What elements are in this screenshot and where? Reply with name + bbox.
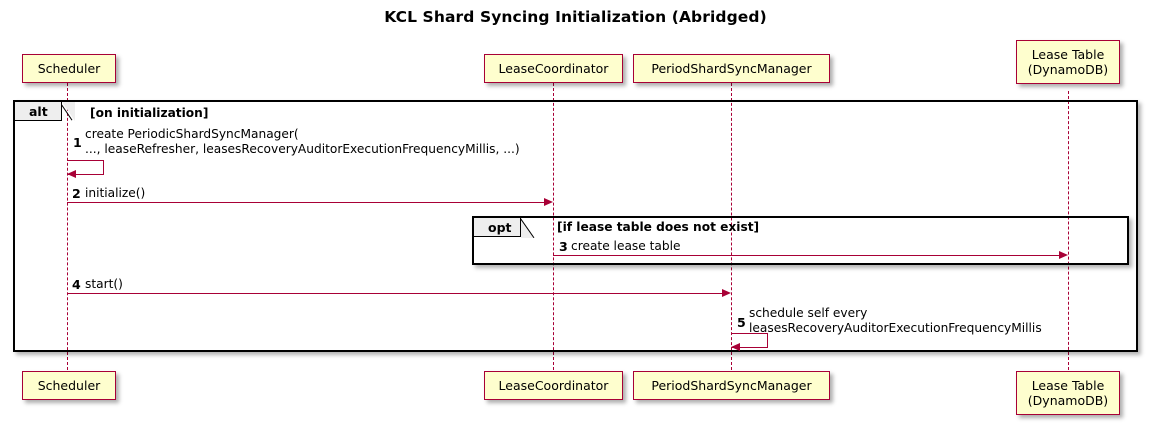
message-3-number: 3 — [559, 239, 568, 254]
message-1-arrowhead — [67, 170, 76, 178]
message-3-arrowhead — [1059, 251, 1068, 259]
alt-frame-condition: [on initialization] — [90, 106, 209, 120]
participant-scheduler-bottom[interactable]: Scheduler — [22, 371, 116, 400]
alt-frame-tab: alt — [15, 102, 62, 121]
lifeline-scheduler — [67, 83, 68, 370]
message-2-label: initialize() — [85, 186, 146, 200]
message-4-arrowhead — [722, 289, 731, 297]
lifeline-lease-coordinator — [553, 83, 554, 370]
opt-frame-tab: opt — [474, 218, 521, 237]
message-5-arrowhead — [731, 343, 740, 351]
message-5-number: 5 — [737, 315, 746, 330]
participant-lease-coordinator-bottom[interactable]: LeaseCoordinator — [484, 371, 623, 400]
message-2-line — [67, 202, 545, 203]
message-2-number: 2 — [72, 186, 81, 201]
message-2-arrowhead — [544, 198, 553, 206]
participant-period-shard-sync-manager-bottom[interactable]: PeriodShardSyncManager — [633, 371, 830, 400]
participant-scheduler-top[interactable]: Scheduler — [22, 54, 116, 83]
message-4-number: 4 — [72, 277, 81, 292]
alt-frame-tab-notch — [62, 102, 75, 121]
message-1-self-loop — [67, 160, 104, 175]
message-1-number: 1 — [73, 135, 82, 150]
message-1-label: create PeriodicShardSyncManager( ..., le… — [85, 127, 520, 156]
opt-frame-condition: [if lease table does not exist] — [557, 220, 760, 234]
diagram-title: KCL Shard Syncing Initialization (Abridg… — [384, 8, 767, 26]
message-5-label: schedule self every leasesRecoveryAudito… — [749, 306, 1042, 335]
lifeline-period-shard-sync-manager — [731, 83, 732, 370]
participant-period-shard-sync-manager-top[interactable]: PeriodShardSyncManager — [633, 54, 830, 83]
message-4-line — [67, 293, 722, 294]
opt-frame — [472, 216, 1129, 265]
participant-lease-table-top[interactable]: Lease Table (DynamoDB) — [1016, 40, 1120, 84]
lifeline-lease-table — [1068, 91, 1069, 370]
message-5-self-loop — [731, 333, 768, 348]
message-3-label: create lease table — [571, 239, 681, 253]
participant-lease-table-bottom[interactable]: Lease Table (DynamoDB) — [1016, 371, 1120, 415]
alt-frame — [13, 100, 1138, 352]
opt-frame-operator-label: opt — [488, 219, 512, 235]
message-3-line — [553, 255, 1059, 256]
alt-frame-operator-label: alt — [29, 103, 48, 119]
participant-lease-coordinator-top[interactable]: LeaseCoordinator — [484, 54, 623, 83]
message-4-label: start() — [85, 277, 123, 291]
